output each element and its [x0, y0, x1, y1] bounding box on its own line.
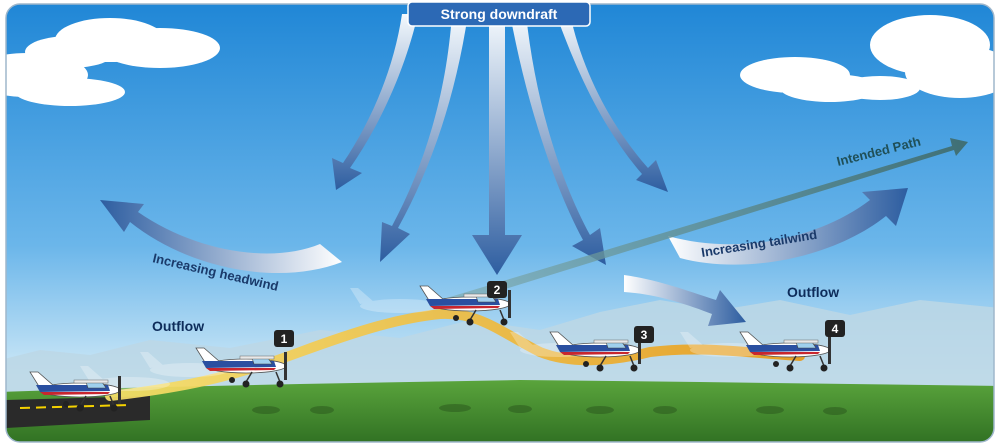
title-box [407, 1, 591, 27]
position-label-3: 3 [641, 328, 648, 342]
headwind-arrow [100, 200, 342, 274]
position-label-2: 2 [494, 283, 501, 297]
ground-shadows [252, 404, 847, 415]
outflow-right-label: Outflow [787, 284, 839, 300]
position-label-4: 4 [832, 322, 839, 336]
title: Strong downdraft [441, 6, 558, 22]
position-label-1: 1 [281, 332, 288, 346]
tailwind-arrow [668, 188, 908, 265]
outflow-right-arrow [624, 275, 746, 326]
ground [6, 380, 994, 442]
intended-path-arrow [440, 138, 968, 308]
outflow-left-label: Outflow [152, 318, 204, 334]
downdraft-arrows [332, 14, 668, 275]
position-marker-2: 2 [487, 281, 507, 298]
position-marker-1: 1 [274, 330, 294, 347]
clouds [6, 15, 994, 106]
position-marker-3: 3 [634, 326, 654, 343]
position-marker-4: 4 [825, 320, 845, 337]
